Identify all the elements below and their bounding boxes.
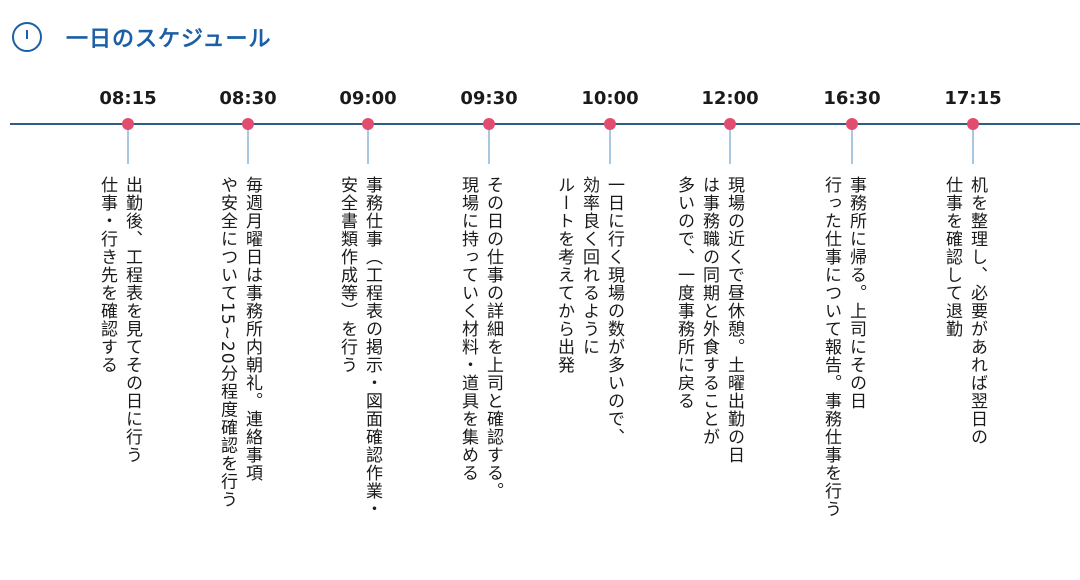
timeline-stem (247, 130, 249, 164)
schedule-description: 毎週月曜日は事務所内朝礼。連絡事項 や安全について15~20分程度確認を行う (214, 176, 264, 561)
timeline-dot (967, 118, 979, 130)
description-line: 毎週月曜日は事務所内朝礼。連絡事項 (242, 176, 262, 482)
clock-icon (12, 22, 42, 52)
description-line: 多いので、一度事務所に戻る (674, 176, 694, 410)
timeline-stem (488, 130, 490, 164)
timeline-dot (362, 118, 374, 130)
description-line: 現場の近くで昼休憩。土曜出勤の日 (724, 176, 744, 464)
description-line: 仕事を確認して退勤 (942, 176, 962, 338)
description-line: 机を整理し、必要があれば翌日の (967, 176, 987, 446)
timeline-axis (10, 123, 1080, 125)
timeline-stem (729, 130, 731, 164)
description-line: 現場に持っていく材料・道具を集める (458, 176, 478, 482)
schedule-time: 09:00 (339, 88, 397, 109)
description-line: その日の仕事の詳細を上司と確認する。 (483, 176, 503, 500)
schedule-description: 事務所に帰る。上司にその日 行った仕事について報告。事務仕事を行う (818, 176, 868, 561)
schedule-time: 08:15 (99, 88, 157, 109)
page-header: 一日のスケジュール (12, 20, 271, 54)
schedule-time: 09:30 (460, 88, 518, 109)
schedule-description: 一日に行く現場の数が多いので、 効率良く回れるように ルートを考えてから出発 (551, 176, 626, 561)
schedule-time: 10:00 (581, 88, 639, 109)
page-title: 一日のスケジュール (66, 27, 272, 52)
schedule-description: その日の仕事の詳細を上司と確認する。 現場に持っていく材料・道具を集める (455, 176, 505, 561)
timeline-dot (604, 118, 616, 130)
timeline-stem (851, 130, 853, 164)
timeline-dot (724, 118, 736, 130)
description-line: 出勤後、工程表を見てその日に行う (122, 176, 142, 464)
schedule-description: 机を整理し、必要があれば翌日の 仕事を確認して退勤 (939, 176, 989, 561)
schedule-time: 16:30 (823, 88, 881, 109)
description-line: 一日に行く現場の数が多いので、 (604, 176, 624, 446)
schedule-time: 12:00 (701, 88, 759, 109)
description-line: 行った仕事について報告。事務仕事を行う (821, 176, 841, 518)
schedule-time: 17:15 (944, 88, 1002, 109)
schedule-description: 現場の近くで昼休憩。土曜出勤の日 は事務職の同期と外食することが 多いので、一度… (671, 176, 746, 561)
timeline-stem (127, 130, 129, 164)
schedule-description: 事務仕事（工程表の掲示・図面確認作業・ 安全書類作成等）を行う (334, 176, 384, 561)
timeline-stem (609, 130, 611, 164)
description-line: や安全について15~20分程度確認を行う (217, 176, 237, 509)
timeline-dot (483, 118, 495, 130)
schedule-time: 08:30 (219, 88, 277, 109)
description-line: 事務所に帰る。上司にその日 (846, 176, 866, 410)
timeline-stem (972, 130, 974, 164)
timeline-dot (846, 118, 858, 130)
timeline-stem (367, 130, 369, 164)
description-line: は事務職の同期と外食することが (699, 176, 719, 446)
description-line: 事務仕事（工程表の掲示・図面確認作業・ (362, 176, 382, 518)
description-line: ルートを考えてから出発 (554, 176, 574, 374)
description-line: 仕事・行き先を確認する (97, 176, 117, 374)
timeline-dot (242, 118, 254, 130)
description-line: 安全書類作成等）を行う (337, 176, 357, 374)
description-line: 効率良く回れるように (579, 176, 599, 356)
schedule-description: 出勤後、工程表を見てその日に行う 仕事・行き先を確認する (94, 176, 144, 561)
timeline-dot (122, 118, 134, 130)
